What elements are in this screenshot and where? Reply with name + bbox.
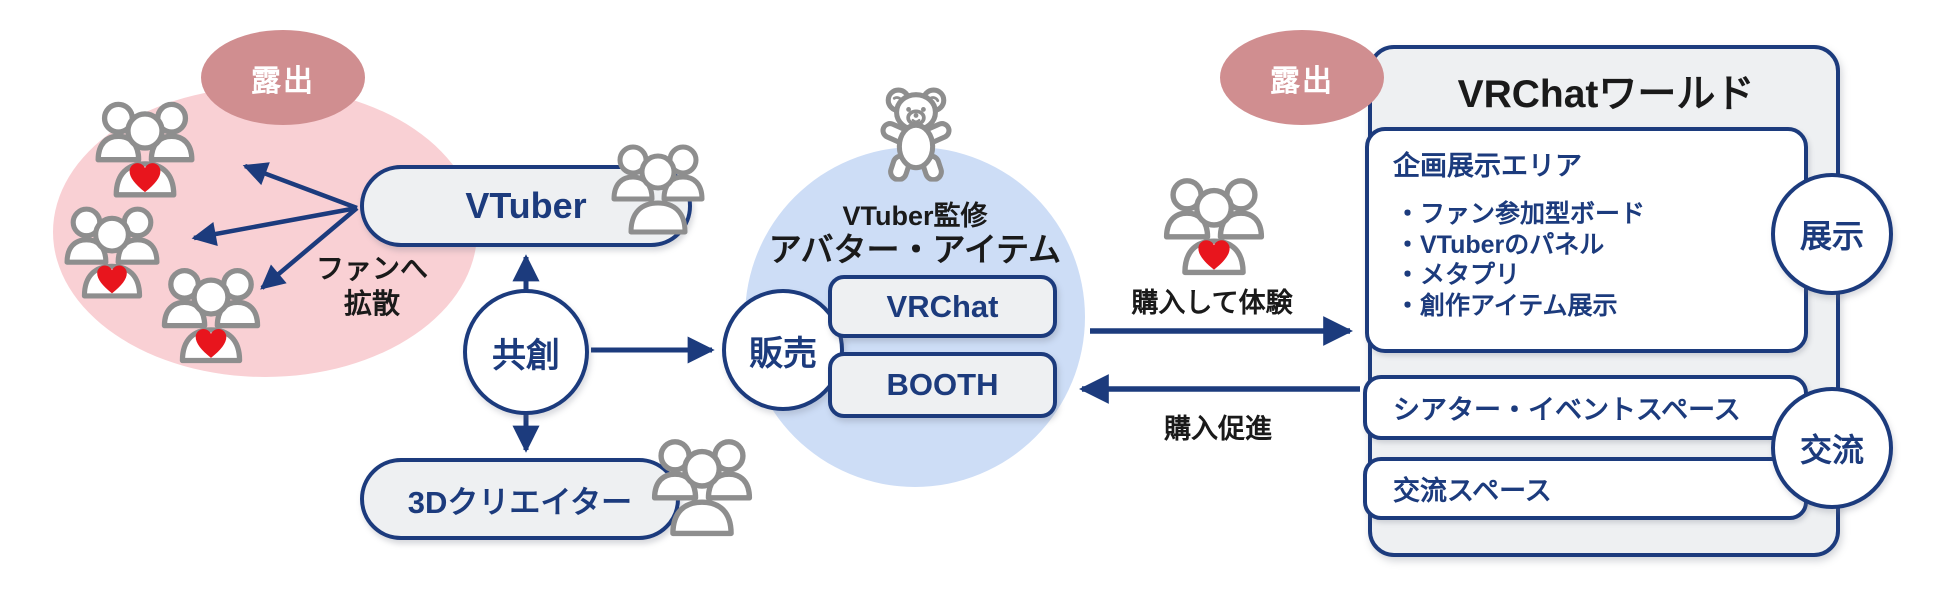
exhibit-area-item: ・創作アイテム展示 bbox=[1395, 291, 1618, 320]
fan-group-icon bbox=[58, 203, 166, 299]
creator-capsule: 3Dクリエイター bbox=[360, 458, 680, 540]
fan-group-icon bbox=[156, 264, 266, 364]
spread-label: ファンへ 拡散 bbox=[302, 251, 442, 321]
people-group-icon bbox=[646, 434, 758, 538]
exhibit-circle: 展示 bbox=[1771, 173, 1893, 295]
exchange-box-label: 交流スペース bbox=[1393, 476, 1552, 506]
fan-group-icon bbox=[88, 98, 202, 198]
exchange-box: 交流スペース bbox=[1363, 457, 1808, 520]
booth-box-label: BOOTH bbox=[886, 367, 999, 402]
vrchat-box-label: VRChat bbox=[886, 288, 999, 324]
exhibit-area-heading: 企画展示エリア bbox=[1393, 151, 1582, 181]
people-group-icon bbox=[606, 138, 710, 238]
spread-label-line1: ファンへ bbox=[315, 253, 428, 284]
creator-capsule-label: 3Dクリエイター bbox=[407, 484, 633, 520]
exchange-circle: 交流 bbox=[1771, 387, 1893, 509]
spread-label-line2: 拡散 bbox=[343, 288, 400, 319]
exchange-circle-label: 交流 bbox=[1799, 432, 1864, 468]
exposure-badge-left-label: 露出 bbox=[251, 64, 315, 98]
cocreation-arrows bbox=[512, 254, 715, 453]
teddy-bear-icon bbox=[879, 85, 953, 182]
theater-box-label: シアター・イベントスペース bbox=[1393, 395, 1741, 425]
purchase-promotion-label: 購入促進 bbox=[1164, 414, 1272, 444]
exhibit-circle-label: 展示 bbox=[1799, 218, 1864, 254]
fan-group-icon bbox=[1158, 174, 1270, 276]
exposure-badge-left: 露出 bbox=[201, 30, 365, 125]
flow-arrows bbox=[1079, 316, 1360, 404]
exhibit-area-item: ・ファン参加型ボード bbox=[1395, 200, 1646, 228]
exposure-badge-right-label: 露出 bbox=[1270, 64, 1334, 98]
exhibit-area-list: ・ファン参加型ボード ・VTuberのパネル ・メタプリ ・創作アイテム展示 bbox=[1393, 199, 1804, 321]
supervised-label-line2: アバター・アイテム bbox=[768, 231, 1062, 268]
panel-title: VRChatワールド bbox=[1457, 73, 1755, 116]
buy-experience-label: 購入して体験 bbox=[1131, 288, 1293, 318]
theater-box: シアター・イベントスペース bbox=[1363, 375, 1808, 440]
exhibit-area-item: ・メタプリ bbox=[1395, 261, 1521, 289]
sales-circle: 販売 bbox=[722, 289, 844, 411]
cocreation-circle-label: 共創 bbox=[492, 336, 560, 375]
sales-circle-label: 販売 bbox=[749, 334, 817, 373]
vrchat-box: VRChat bbox=[828, 275, 1057, 338]
exposure-badge-right: 露出 bbox=[1220, 30, 1384, 125]
supervised-label-line1: VTuber監修 bbox=[842, 201, 988, 231]
vtuber-capsule-label: VTuber bbox=[465, 185, 587, 226]
booth-box: BOOTH bbox=[828, 352, 1057, 418]
exhibit-area-box: 企画展示エリア ・ファン参加型ボード ・VTuberのパネル ・メタプリ ・創作… bbox=[1365, 127, 1808, 353]
cocreation-circle: 共創 bbox=[463, 289, 589, 415]
exhibit-area-item: ・VTuberのパネル bbox=[1395, 230, 1605, 259]
spread-arrows bbox=[191, 162, 359, 290]
